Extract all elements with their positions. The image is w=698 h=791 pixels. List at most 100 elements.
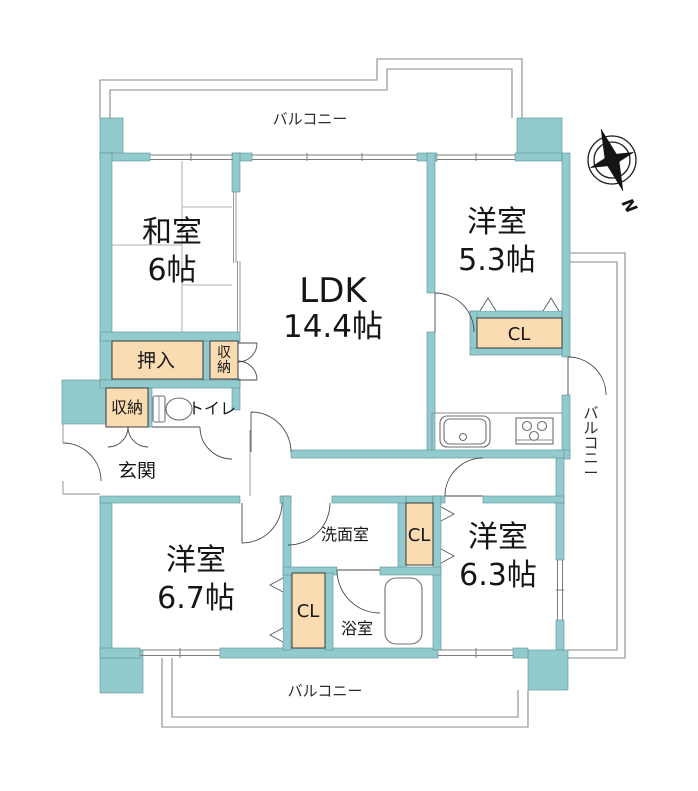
window-yoshitsu67-bottom (140, 648, 220, 658)
compass: N (587, 128, 642, 217)
stove-burner (521, 420, 533, 432)
bathtub (384, 577, 423, 645)
compass-north-label: N (618, 195, 642, 217)
balcony-top-outer-line (99, 58, 523, 118)
compass-cross (590, 152, 634, 168)
wall-segment (379, 566, 442, 576)
wall-segment (555, 456, 565, 561)
room-size-yoshitsu67: 6.7帖 (157, 581, 235, 616)
label-cl-53: CL (508, 324, 531, 345)
folding-mark (440, 506, 455, 522)
label-senmen: 洗面室 (321, 525, 369, 544)
wall-segment (405, 495, 434, 504)
yoshitsu53-door-arc (434, 292, 475, 333)
window-yoshitsu63-east (556, 560, 564, 620)
wall-segment (516, 117, 563, 156)
room-size-ldk: 14.4帖 (283, 309, 383, 345)
wall-segment (202, 340, 211, 381)
room-label-yoshitsu63: 洋室 (468, 520, 528, 555)
toilet-bowl (165, 397, 193, 421)
doors (62, 292, 607, 614)
wall-segment (527, 649, 569, 691)
wall-segment (514, 152, 563, 162)
kitchen-sink-inner (443, 418, 487, 445)
bath-fixture (384, 577, 423, 645)
window-yoshitsu63-bottom (438, 648, 513, 658)
folding-door-marks (269, 297, 560, 643)
shuno-lower-closet (105, 387, 149, 428)
ldk-door-arc (250, 411, 292, 453)
room-size-yoshitsu53: 5.3帖 (458, 243, 536, 278)
sink-drain (458, 432, 468, 442)
room-label-washitsu: 和室 (142, 215, 202, 250)
stove-burner (536, 420, 548, 432)
wall-segment (99, 496, 113, 651)
label-oshiire: 押入 (137, 350, 175, 372)
cl-closet-senmen (405, 502, 434, 566)
sliding-door-washitsu (233, 192, 241, 332)
folding-mark (269, 627, 284, 643)
bath-door-arc (336, 569, 381, 614)
label-cl-senmen: CL (408, 525, 431, 546)
wall-segment (61, 379, 107, 425)
balcony-outlines (99, 58, 626, 728)
kitchen (431, 412, 562, 450)
wall-segment (99, 117, 124, 156)
cl-closet-53 (476, 317, 563, 349)
room-label-yoshitsu53: 洋室 (467, 205, 527, 240)
wall-segment (324, 572, 334, 651)
compass-outer-circle (587, 135, 637, 185)
room-label-ldk: LDK (299, 271, 368, 311)
yoshitsu67-door-arc (241, 502, 283, 544)
balcony-top-label: バルコニー (273, 110, 348, 128)
shuno-upper-doors-arc (237, 342, 258, 381)
window-washitsu-top (150, 153, 233, 161)
shuno-upper-closet (209, 340, 239, 380)
closets (105, 317, 563, 649)
wall-segment (397, 502, 407, 571)
cl-closet-67 (291, 572, 326, 649)
wall-segment (231, 152, 241, 193)
balcony-door-arc (567, 356, 607, 396)
labels: バルコニー バルコニー バルコニー 和室 6帖 LDK 14.4帖 洋室 5.3… (111, 110, 599, 700)
tatami-lines (112, 161, 232, 332)
balcony-bottom-label: バルコニー (288, 682, 363, 700)
room-label-yoshitsu67: 洋室 (166, 543, 226, 578)
sliding-door-lines (233, 192, 241, 332)
wall-segment (561, 394, 571, 458)
compass-inner-circle (593, 141, 631, 179)
wall-segment (426, 331, 436, 459)
balcony-bottom-outer-line (161, 658, 529, 728)
wall-segment (561, 152, 571, 358)
windows (140, 153, 564, 658)
wall-segment (512, 647, 529, 659)
folding-mark (269, 577, 284, 593)
window-yoshitsu53-top (437, 153, 515, 161)
label-toilet: トイレ (188, 399, 236, 418)
wall-segment (290, 449, 565, 459)
wall-segment (426, 152, 436, 294)
label-genkan: 玄関 (118, 460, 156, 482)
wall-segment (147, 387, 153, 428)
wall-segment (555, 619, 565, 651)
wall-segment (469, 347, 563, 356)
oshiire-closet (111, 340, 204, 380)
label-shuno-upper: 収納 (217, 345, 231, 376)
label-cl-67: CL (297, 601, 320, 622)
folding-mark (440, 548, 455, 564)
shuno-lower-doors-arc (107, 426, 149, 448)
wall-segment (331, 495, 407, 504)
yoshitsu63-door-arc (444, 457, 484, 497)
tatami-grid (112, 161, 232, 332)
wall-segment (99, 331, 241, 342)
wall-segment (99, 495, 241, 504)
wall-segment (99, 647, 141, 659)
balcony-right-label: バルコニー (583, 404, 598, 482)
genkan-step-lines (62, 424, 251, 496)
room-size-washitsu: 6帖 (147, 253, 196, 288)
folding-mark (542, 297, 560, 312)
room-size-yoshitsu63: 6.3帖 (459, 558, 537, 593)
balcony-right-inner-line (568, 261, 618, 651)
